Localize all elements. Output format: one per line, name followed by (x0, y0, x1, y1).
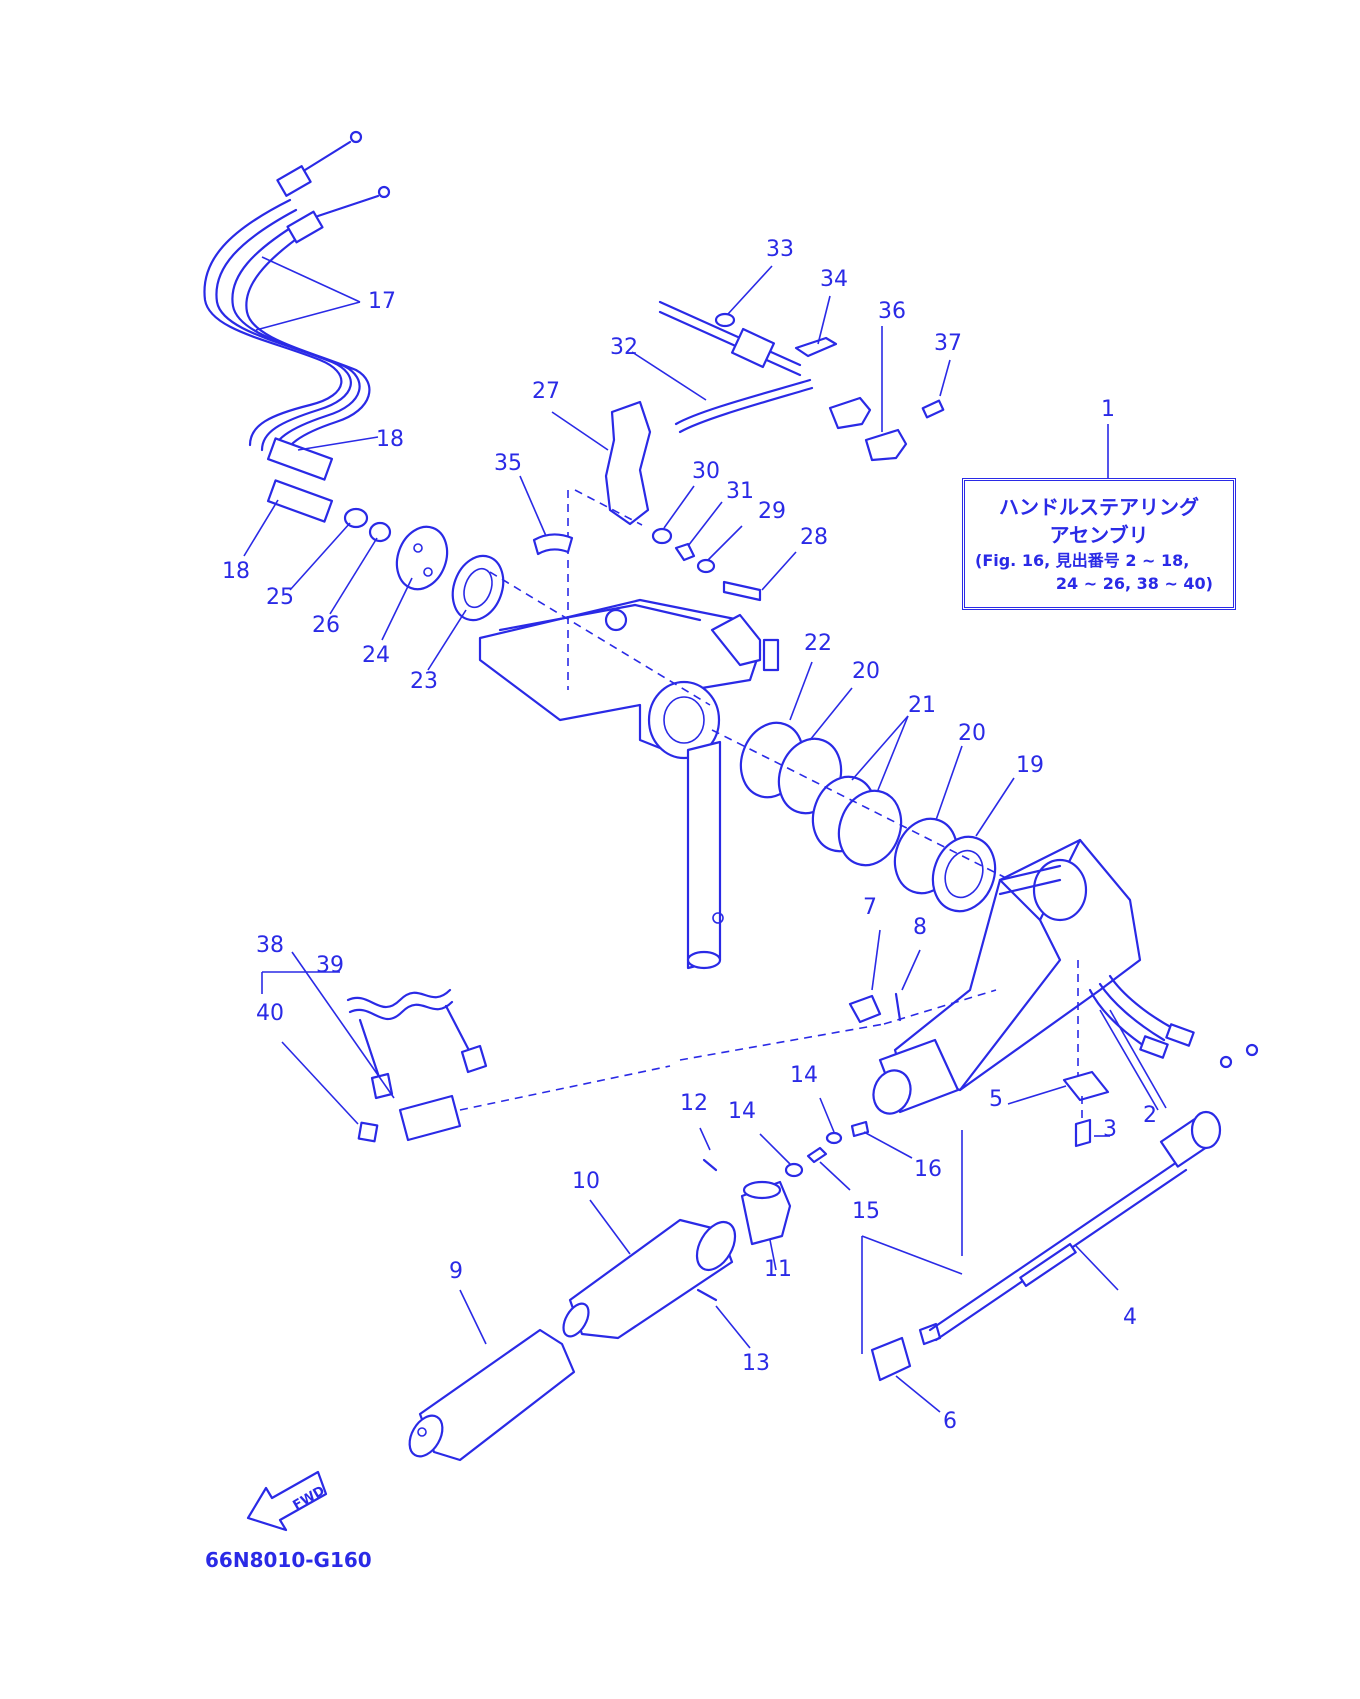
callout-8: 8 (913, 915, 927, 940)
stop-switch-7-8 (679, 929, 997, 1061)
callout-31: 31 (726, 479, 754, 504)
callout-34: 34 (820, 267, 848, 292)
callout-33: 33 (766, 237, 794, 262)
callout-32: 32 (610, 335, 638, 360)
assembly-note-box: ハンドルステアリング アセンブリ (Fig. 16, 見出番号 2 ~ 18, … (962, 478, 1236, 610)
callout-20b: 20 (958, 721, 986, 746)
callout-37: 37 (934, 331, 962, 356)
assembly-note-line2: アセンブリ (1049, 523, 1149, 547)
throttle-cables (203, 130, 391, 557)
callout-12: 12 (680, 1091, 708, 1116)
callout-22: 22 (804, 631, 832, 656)
part-code: 66N8010-G160 (205, 1548, 372, 1572)
steering-handle-arm (861, 838, 1259, 1354)
throttle-grip-assembly (408, 1097, 913, 1462)
callout-19: 19 (1016, 753, 1044, 778)
callout-5: 5 (989, 1087, 1003, 1112)
callout-25: 25 (266, 585, 294, 610)
callout-6: 6 (943, 1409, 957, 1434)
callout-13: 13 (742, 1351, 770, 1376)
callout-14a: 14 (728, 1099, 756, 1124)
nut-washer-plate-seal (289, 507, 505, 671)
callout-24: 24 (362, 643, 390, 668)
callout-27: 27 (532, 379, 560, 404)
plate-5-bolt-3 (1007, 1070, 1110, 1148)
callout-4: 4 (1123, 1305, 1137, 1330)
lanyard-38-40 (261, 951, 671, 1143)
callout-23: 23 (410, 669, 438, 694)
swivel-bracket (478, 490, 780, 970)
callout-17: 17 (368, 289, 396, 314)
shift-lever-assembly (551, 265, 951, 526)
callout-30: 30 (692, 459, 720, 484)
callout-26: 26 (312, 613, 340, 638)
callout-21: 21 (908, 693, 936, 718)
callout-28: 28 (800, 525, 828, 550)
fwd-arrow-icon (246, 1470, 328, 1532)
assembly-note-line3: (Fig. 16, 見出番号 2 ~ 18, (975, 551, 1190, 570)
assembly-note-line4: 24 ~ 26, 38 ~ 40) (1055, 574, 1213, 593)
friction-rod-4 (870, 1110, 1222, 1413)
callout-29: 29 (758, 499, 786, 524)
clip-35 (532, 533, 574, 556)
callout-16: 16 (914, 1157, 942, 1182)
callout-18a: 18 (376, 427, 404, 452)
callout-39: 39 (316, 953, 344, 978)
callout-10: 10 (572, 1169, 600, 1194)
friction-washers (711, 661, 1015, 913)
callout-9: 9 (449, 1259, 463, 1284)
callout-1: 1 (1101, 397, 1115, 422)
callout-38: 38 (256, 933, 284, 958)
callout-3: 3 (1103, 1117, 1117, 1142)
assembly-note-line1: ハンドルステアリング (999, 495, 1199, 519)
callout-40: 40 (256, 1001, 284, 1026)
callout-20a: 20 (852, 659, 880, 684)
callout-36: 36 (878, 299, 906, 324)
callout-18b: 18 (222, 559, 250, 584)
callout-11: 11 (764, 1257, 792, 1282)
callout-2: 2 (1143, 1103, 1157, 1128)
callout-14b: 14 (790, 1063, 818, 1088)
bolt-washers-28-31 (651, 485, 797, 602)
callout-35: 35 (494, 451, 522, 476)
callout-15: 15 (852, 1199, 880, 1224)
callout-7: 7 (863, 895, 877, 920)
